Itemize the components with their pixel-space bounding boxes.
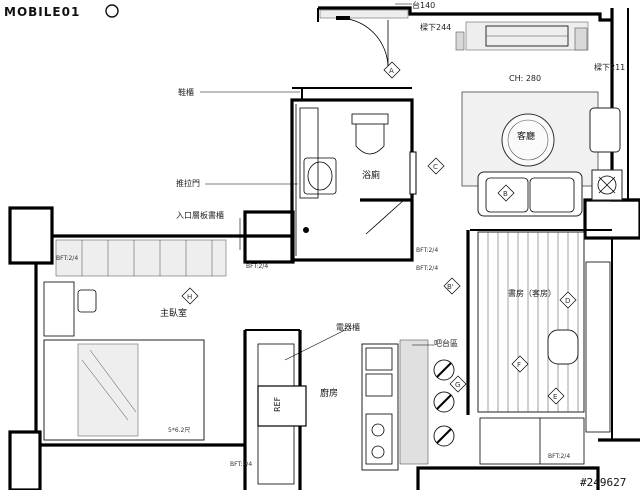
label-balcony-140: 台140 [412, 0, 435, 10]
label-shoe-cabinet: 鞋櫃 [178, 87, 194, 97]
living-room [461, 91, 623, 217]
label-dining-counter: 吧台區 [434, 338, 458, 348]
label-bed-size: 5*6.2尺 [168, 427, 190, 434]
label-ceiling-height: CH: 280 [509, 74, 541, 83]
watermark-id: #249627 [580, 476, 626, 489]
dim-note-1: BFT:2/4 [56, 255, 78, 262]
svg-text:B: B [503, 190, 508, 198]
walls [8, 6, 640, 490]
mobile01-logo: MOBILE01 [4, 4, 119, 19]
svg-text:D: D [565, 297, 570, 305]
svg-text:C: C [433, 163, 438, 171]
dim-note-3: BFT:2/4 [416, 247, 438, 254]
elevation-tag-a: A [383, 61, 401, 79]
svg-text:A: A [389, 67, 394, 75]
elevation-tag-e: E [547, 387, 565, 405]
elevation-tag-b-prime: B' [443, 277, 461, 295]
labels: 台140 樑下244 樑下211 CH: 280 鞋櫃 推拉門 入口層板書櫃 電… [160, 0, 625, 434]
svg-text:B': B' [447, 283, 454, 291]
logo-ring-icon [105, 4, 119, 18]
elevation-tag-d: D [559, 291, 577, 309]
label-master-bedroom: 主臥室 [160, 307, 187, 319]
elevation-tag-b: B [497, 184, 515, 202]
leader-lines [200, 3, 434, 361]
bathroom [295, 104, 417, 256]
svg-text:F: F [517, 361, 521, 369]
svg-text:E: E [553, 393, 557, 401]
label-sliding-door: 推拉門 [176, 178, 200, 188]
label-living-room: 客廳 [517, 130, 535, 142]
logo-text: MOBILE01 [4, 5, 80, 19]
label-beam-244: 樑下244 [420, 22, 451, 32]
label-kitchen: 廚房 [320, 387, 338, 399]
label-appliance-cabinet: 電器櫃 [336, 322, 360, 332]
label-beam-211: 樑下211 [594, 62, 625, 72]
label-refrigerator: REF [273, 396, 282, 412]
dim-note-6: BFT:2/4 [548, 453, 570, 460]
elevation-tags: A B B' C D E F G [181, 61, 577, 405]
label-bathroom: 浴廁 [362, 169, 380, 181]
elevation-tag-c: C [427, 157, 445, 175]
kitchen [257, 339, 455, 485]
dimension-notes: BFT:2/4 BFT:2/4 BFT:2/4 BFT:2/4 BFT:2/4 … [56, 247, 570, 468]
elevation-tag-f: F [511, 355, 529, 373]
label-entrance-cabinet: 入口層板書櫃 [176, 210, 224, 220]
master-bedroom [43, 239, 227, 441]
balcony-strip [319, 9, 589, 71]
dim-note-5: BFT:2/4 [230, 461, 252, 468]
svg-text:G: G [455, 381, 460, 389]
svg-text:H: H [187, 293, 192, 301]
elevation-tag-h: H [181, 287, 199, 305]
study-guest-room [477, 231, 611, 465]
elevation-tag-g: G [449, 375, 467, 393]
dim-note-2: BFT:2/4 [246, 263, 268, 270]
label-study-guest: 書房（客房） [508, 288, 556, 298]
dim-note-4: BFT:2/4 [416, 265, 438, 272]
